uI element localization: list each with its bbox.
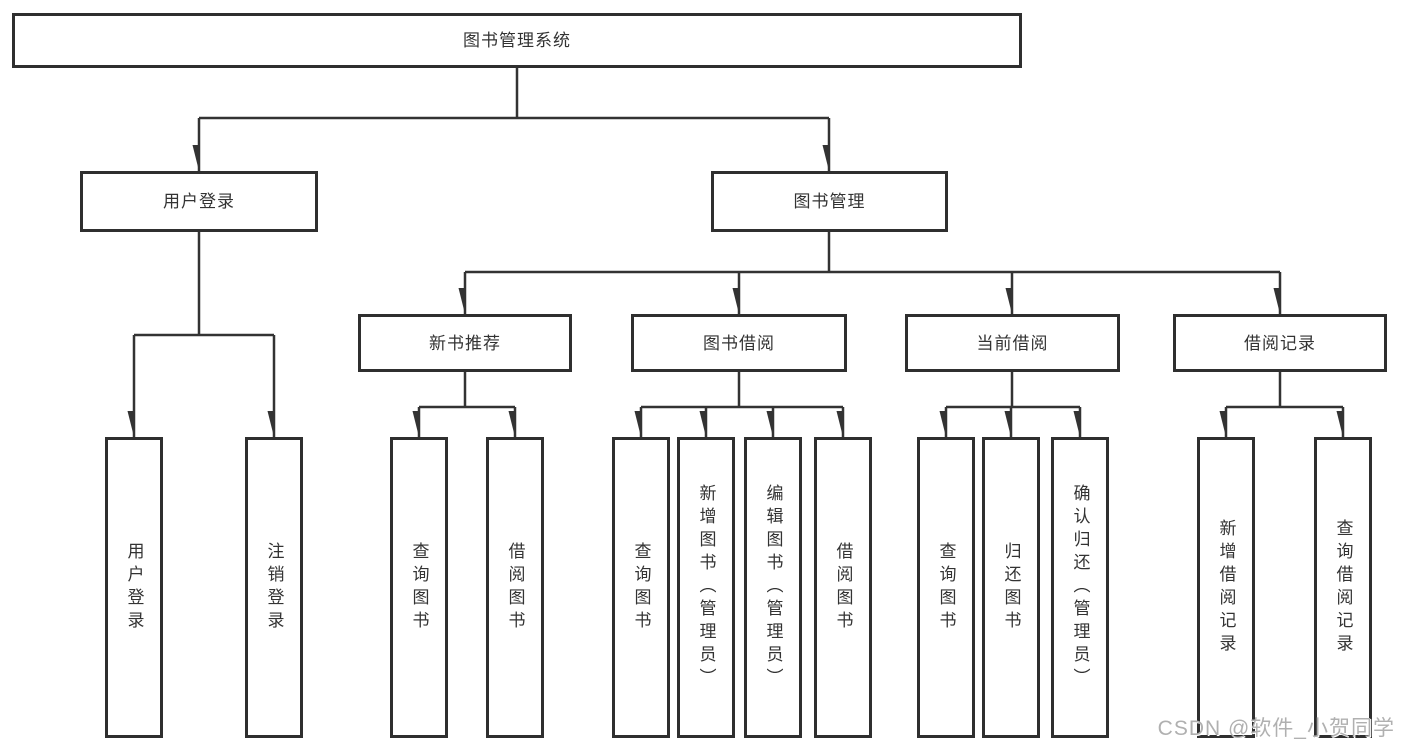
- leaf-query-borrowing-record: 查询借阅记录: [1314, 437, 1372, 738]
- leaf-user-login: 用户登录: [105, 437, 163, 738]
- leaf-borrow-books-recommend: 借阅图书: [486, 437, 544, 738]
- node-borrowing-records: 借阅记录: [1173, 314, 1387, 372]
- node-book-management: 图书管理: [711, 171, 948, 232]
- leaf-add-borrowing-record: 新增借阅记录: [1197, 437, 1255, 738]
- leaf-query-books-recommend: 查询图书: [390, 437, 448, 738]
- node-book-borrowing: 图书借阅: [631, 314, 847, 372]
- node-library-management-system: 图书管理系统: [12, 13, 1022, 68]
- node-current-borrowing: 当前借阅: [905, 314, 1120, 372]
- csdn-watermark: CSDN @软件_小贺同学: [1157, 717, 1395, 740]
- leaf-confirm-return-admin: 确认归还（管理员）: [1051, 437, 1109, 738]
- leaf-query-books-current: 查询图书: [917, 437, 975, 738]
- leaf-borrow-books-borrowing: 借阅图书: [814, 437, 872, 738]
- leaf-add-books-admin: 新增图书（管理员）: [677, 437, 735, 738]
- node-user-login: 用户登录: [80, 171, 318, 232]
- leaf-query-books-borrowing: 查询图书: [612, 437, 670, 738]
- leaf-edit-books-admin: 编辑图书（管理员）: [744, 437, 802, 738]
- leaf-logout-login: 注销登录: [245, 437, 303, 738]
- leaf-return-books: 归还图书: [982, 437, 1040, 738]
- node-new-book-recommend: 新书推荐: [358, 314, 572, 372]
